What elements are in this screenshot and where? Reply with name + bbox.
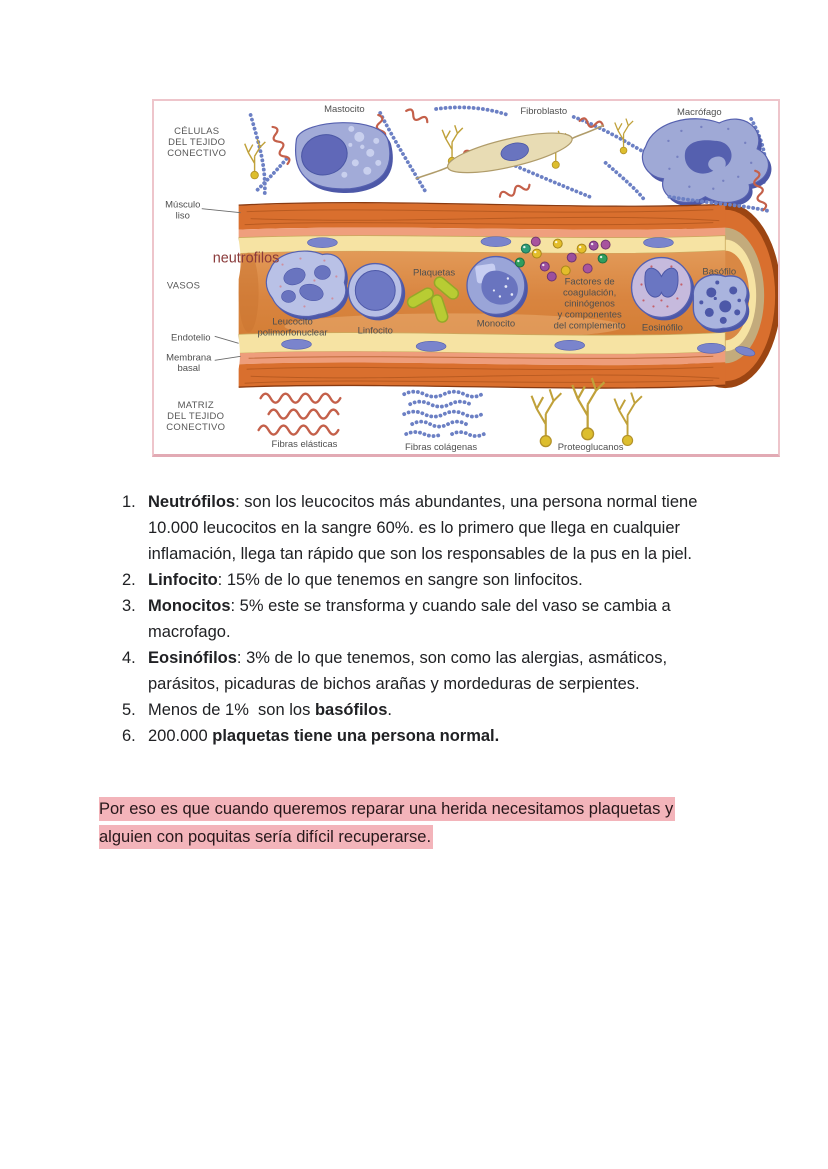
label-leucocito-line2: polimorfonuclear	[257, 327, 327, 338]
list-text: Eosinófilos: 3% de lo que tenemos, son c…	[148, 649, 668, 693]
label-matriz-line3: CONECTIVO	[166, 422, 225, 433]
elastic-fibers-bottom	[257, 392, 342, 436]
label-fibroblasto: Fibroblasto	[520, 106, 567, 117]
list-number: 2.	[122, 571, 136, 589]
label-endotelio: Endotelio	[171, 332, 210, 343]
basophil-cell	[692, 274, 750, 333]
list-item-linfocito: 2. Linfocito: 15% de lo que tenemos en s…	[122, 567, 728, 593]
list-item-neutrofilos: 1. Neutrófilos: son los leucocitos más a…	[122, 489, 728, 567]
histology-figure[interactable]: CÉLULAS DEL TEJIDO CONECTIVO Mastocito F…	[152, 99, 780, 457]
list-text: Menos de 1% son los basófilos.	[148, 701, 392, 719]
muscle-streaks	[244, 209, 720, 384]
fibroblast-cell	[415, 124, 605, 180]
label-celulas-line1: CÉLULAS	[174, 126, 219, 137]
platelets	[406, 276, 460, 323]
list-number: 3.	[122, 597, 136, 615]
label-musculo-line2: liso	[176, 211, 190, 222]
list-number: 5.	[122, 701, 136, 719]
label-membrana-line2: basal	[177, 363, 200, 374]
lymphocyte-cell	[347, 262, 406, 321]
list-text: Linfocito: 15% de lo que tenemos en sang…	[148, 571, 583, 589]
list-item-plaquetas: 6. 200.000 plaquetas tiene una persona n…	[122, 723, 728, 749]
highlighted-note: Por eso es que cuando queremos reparar u…	[99, 796, 677, 851]
list-item-basofilos: 5. Menos de 1% son los basófilos.	[122, 697, 728, 723]
label-vasos: VASOS	[167, 280, 200, 291]
eosinophil-cell	[630, 256, 695, 321]
list-text: Neutrófilos: son los leucocitos más abun…	[148, 493, 698, 563]
list-text: 200.000 plaquetas tiene una persona norm…	[148, 727, 500, 745]
label-leucocito-line1: Leucocito	[272, 316, 313, 327]
label-musculo-line1: Músculo	[165, 200, 200, 211]
collagen-chain-over-vessel	[667, 194, 770, 213]
coagulation-factor-dots	[514, 236, 611, 282]
list-item-eosinofilos: 4. Eosinófilos: 3% de lo que tenemos, so…	[122, 645, 728, 697]
list-number: 1.	[122, 493, 136, 511]
label-eosinofilo: Eosinófilo	[642, 322, 683, 333]
monocyte-cell	[466, 255, 528, 318]
list-number: 6.	[122, 727, 136, 745]
label-factores-line1: Factores de	[565, 276, 615, 287]
label-mastocito: Mastocito	[324, 104, 365, 115]
macrophage-cell	[641, 118, 772, 207]
endothelial-nuclei	[281, 236, 756, 357]
label-factores-line2: coagulación,	[563, 287, 616, 298]
elastic-fiber-over-vessel	[753, 169, 768, 211]
neutrophil-cell	[265, 250, 349, 320]
label-fibras-elasticas: Fibras elásticas	[272, 439, 338, 450]
label-pointer-lines	[201, 208, 241, 361]
label-factores-line3: cininógenos	[564, 298, 615, 309]
collagen-fibers-bottom	[402, 389, 486, 438]
list-text: Monocitos: 5% este se transforma y cuand…	[148, 597, 671, 641]
label-linfocito: Linfocito	[358, 325, 393, 336]
label-fibras-colagenas: Fibras colágenas	[405, 442, 477, 453]
label-matriz-line1: MATRIZ	[178, 400, 214, 411]
blood-cells-list: 1. Neutrófilos: son los leucocitos más a…	[122, 489, 728, 749]
label-celulas-line2: DEL TEJIDO	[168, 137, 225, 148]
label-macrofago: Macrófago	[677, 107, 722, 118]
label-celulas-line3: CONECTIVO	[167, 148, 226, 159]
list-number: 4.	[122, 649, 136, 667]
label-membrana-line1: Membrana	[166, 352, 212, 363]
vessel-left-edge	[208, 202, 241, 392]
label-matriz-line2: DEL TEJIDO	[167, 411, 224, 422]
label-plaquetas: Plaquetas	[413, 268, 455, 279]
label-proteoglucanos: Proteoglucanos	[558, 442, 624, 453]
label-basofilo: Basófilo	[702, 267, 736, 278]
mast-cell	[294, 122, 393, 193]
annotation-neutrofilos: neutrofilos	[213, 251, 280, 267]
pink-highlight: Por eso es que cuando queremos reparar u…	[99, 797, 676, 849]
label-monocito: Monocito	[477, 318, 515, 329]
label-factores-line5: del complemento	[554, 320, 626, 331]
vessel-illustration: CÉLULAS DEL TEJIDO CONECTIVO Mastocito F…	[165, 104, 778, 453]
list-item-monocitos: 3. Monocitos: 5% este se transforma y cu…	[122, 593, 728, 645]
label-factores-line4: y componentes	[558, 309, 622, 320]
